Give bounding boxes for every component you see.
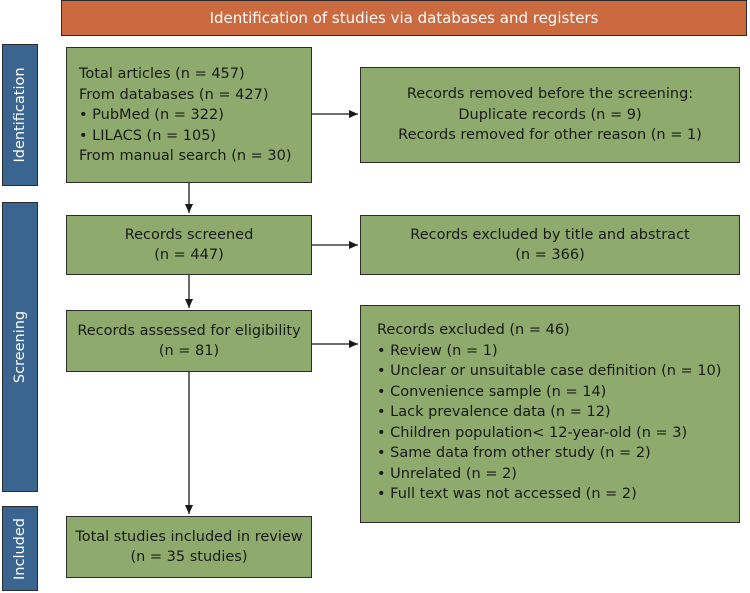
excluded-reason-item: Lack prevalence data (n = 12) [377, 402, 739, 423]
from-databases-text: From databases (n = 427) [79, 86, 269, 103]
eligibility-box: Records assessed for eligibility (n = 81… [66, 310, 312, 372]
excluded-reason-item: Same data from other study (n = 2) [377, 443, 739, 464]
screened-count-text: (n = 447) [154, 247, 224, 263]
excluded-reason-item: Children population< 12-year-old (n = 3) [377, 423, 739, 444]
included-box: Total studies included in review (n = 35… [66, 516, 312, 578]
diagram-header: Identification of studies via databases … [61, 0, 747, 36]
included-count-text: (n = 35 studies) [130, 549, 248, 565]
excluded-reason-item: Review (n = 1) [377, 341, 739, 362]
excluded-title-count-text: (n = 366) [515, 247, 585, 263]
phase-identification: Identification [2, 44, 38, 186]
screened-label-text: Records screened [124, 226, 254, 243]
duplicate-records-text: Duplicate records (n = 9) [458, 106, 642, 123]
eligibility-label-text: Records assessed for eligibility [77, 322, 301, 339]
pubmed-text: PubMed (n = 322) [79, 105, 311, 126]
records-excluded-box: Records excluded (n = 46) Review (n = 1)… [360, 305, 740, 523]
excluded-reason-item: Full text was not accessed (n = 2) [377, 484, 739, 505]
other-reason-text: Records removed for other reason (n = 1) [398, 127, 702, 144]
included-label-text: Total studies included in review [75, 528, 303, 545]
excluded-title-abstract-box: Records excluded by title and abstract (… [360, 215, 740, 275]
phase-screening: Screening [2, 202, 38, 492]
header-title: Identification of studies via databases … [209, 9, 599, 27]
eligibility-count-text: (n = 81) [158, 343, 220, 359]
total-articles-text: Total articles (n = 457) [79, 66, 245, 82]
excluded-total-text: Records excluded (n = 46) [377, 322, 570, 338]
excluded-reason-item: Unclear or unsuitable case definition (n… [377, 361, 739, 382]
excluded-title-label-text: Records excluded by title and abstract [410, 226, 690, 243]
manual-search-text: From manual search (n = 30) [79, 148, 292, 164]
lilacs-text: LILACS (n = 105) [79, 126, 311, 147]
records-removed-box: Records removed before the screening: Du… [360, 67, 740, 163]
identification-box: Total articles (n = 457) From databases … [66, 47, 312, 183]
excluded-reason-item: Unrelated (n = 2) [377, 464, 739, 485]
records-screened-box: Records screened (n = 447) [66, 215, 312, 275]
removed-title-text: Records removed before the screening: [406, 86, 694, 103]
excluded-reason-item: Convenience sample (n = 14) [377, 382, 739, 403]
phase-included: Included [2, 506, 38, 591]
